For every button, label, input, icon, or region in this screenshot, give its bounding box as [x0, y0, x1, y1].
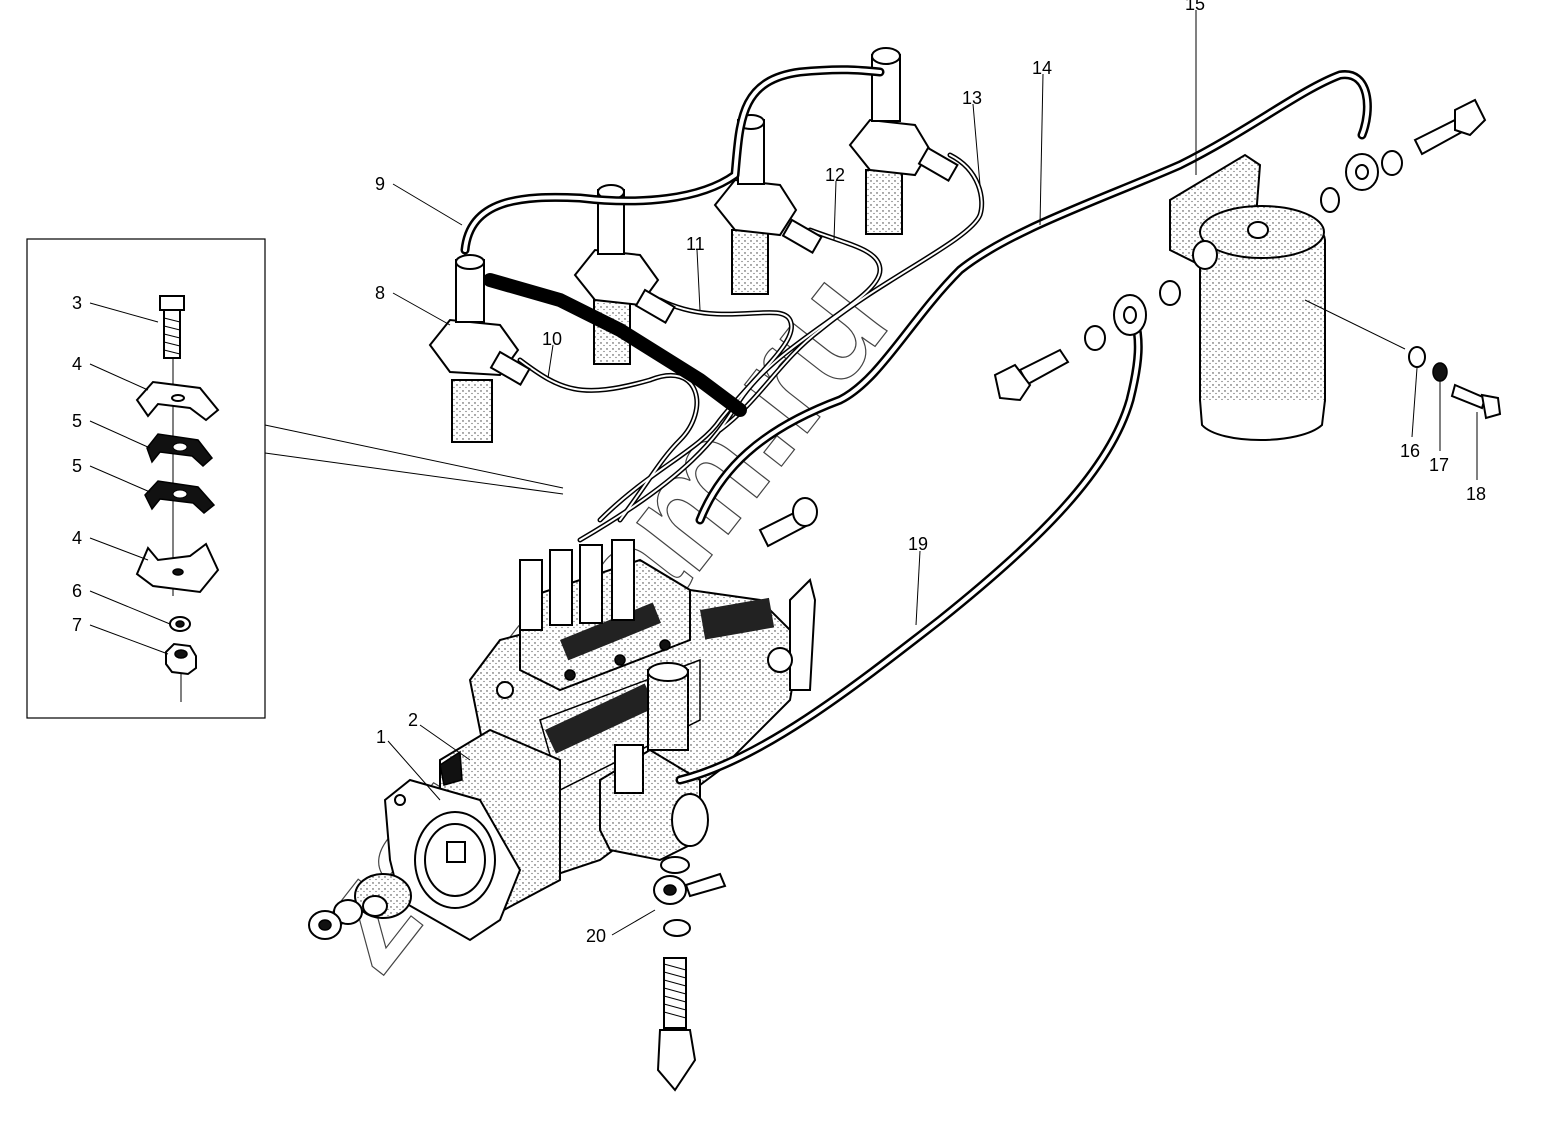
banjo-fittings-mid	[993, 280, 1181, 402]
injector-2	[573, 184, 660, 365]
inlet-fitting-20	[653, 856, 727, 1092]
return-hose	[483, 273, 747, 417]
callout-9: 9	[375, 174, 385, 194]
callout-8: 8	[375, 283, 385, 303]
callout-leaders	[89, 10, 1478, 936]
leak-off-pipe-9	[460, 65, 885, 255]
fuel-pipe-14	[695, 70, 1372, 525]
callout-5-lower: 5	[72, 456, 82, 476]
callout-6: 6	[72, 581, 82, 601]
fuel-injection-pump	[308, 558, 817, 942]
callout-13: 13	[962, 88, 982, 108]
filter-drain-bolt	[1408, 346, 1502, 420]
pump-drive-coupling	[308, 873, 412, 940]
callout-19: 19	[908, 534, 928, 554]
callout-16: 16	[1400, 441, 1420, 461]
fuel-pipe-19	[675, 294, 1147, 785]
callout-2: 2	[408, 710, 418, 730]
callout-18: 18	[1466, 484, 1486, 504]
clamp-detail-inset	[26, 238, 564, 719]
callout-12: 12	[825, 165, 845, 185]
clamp-bolt-3	[159, 295, 185, 359]
banjo-fittings-top-right	[1320, 98, 1487, 213]
callout-20: 20	[586, 926, 606, 946]
callout-1: 1	[376, 727, 386, 747]
fuel-filter-15	[1169, 153, 1326, 441]
callout-11: 11	[686, 234, 705, 254]
callout-10: 10	[542, 329, 562, 349]
callout-labels: 1 2 3 4 5 5 4 6 7 8 9 10 11 12 13 14 15 …	[72, 0, 1486, 946]
callout-3: 3	[72, 293, 82, 313]
callout-4-upper: 4	[72, 354, 82, 374]
callout-17: 17	[1429, 455, 1449, 475]
high-pressure-pipes	[489, 146, 985, 631]
callout-15: 15	[1185, 0, 1205, 14]
clamp-plate-4-lower	[135, 542, 220, 594]
control-lever	[789, 578, 817, 691]
callout-14: 14	[1032, 58, 1052, 78]
nut-7	[165, 642, 197, 676]
callout-5-upper: 5	[72, 411, 82, 431]
fuel-priming-pump	[599, 662, 709, 862]
injector-4	[848, 47, 932, 235]
callout-7: 7	[72, 615, 82, 635]
callout-4-lower: 4	[72, 528, 82, 548]
